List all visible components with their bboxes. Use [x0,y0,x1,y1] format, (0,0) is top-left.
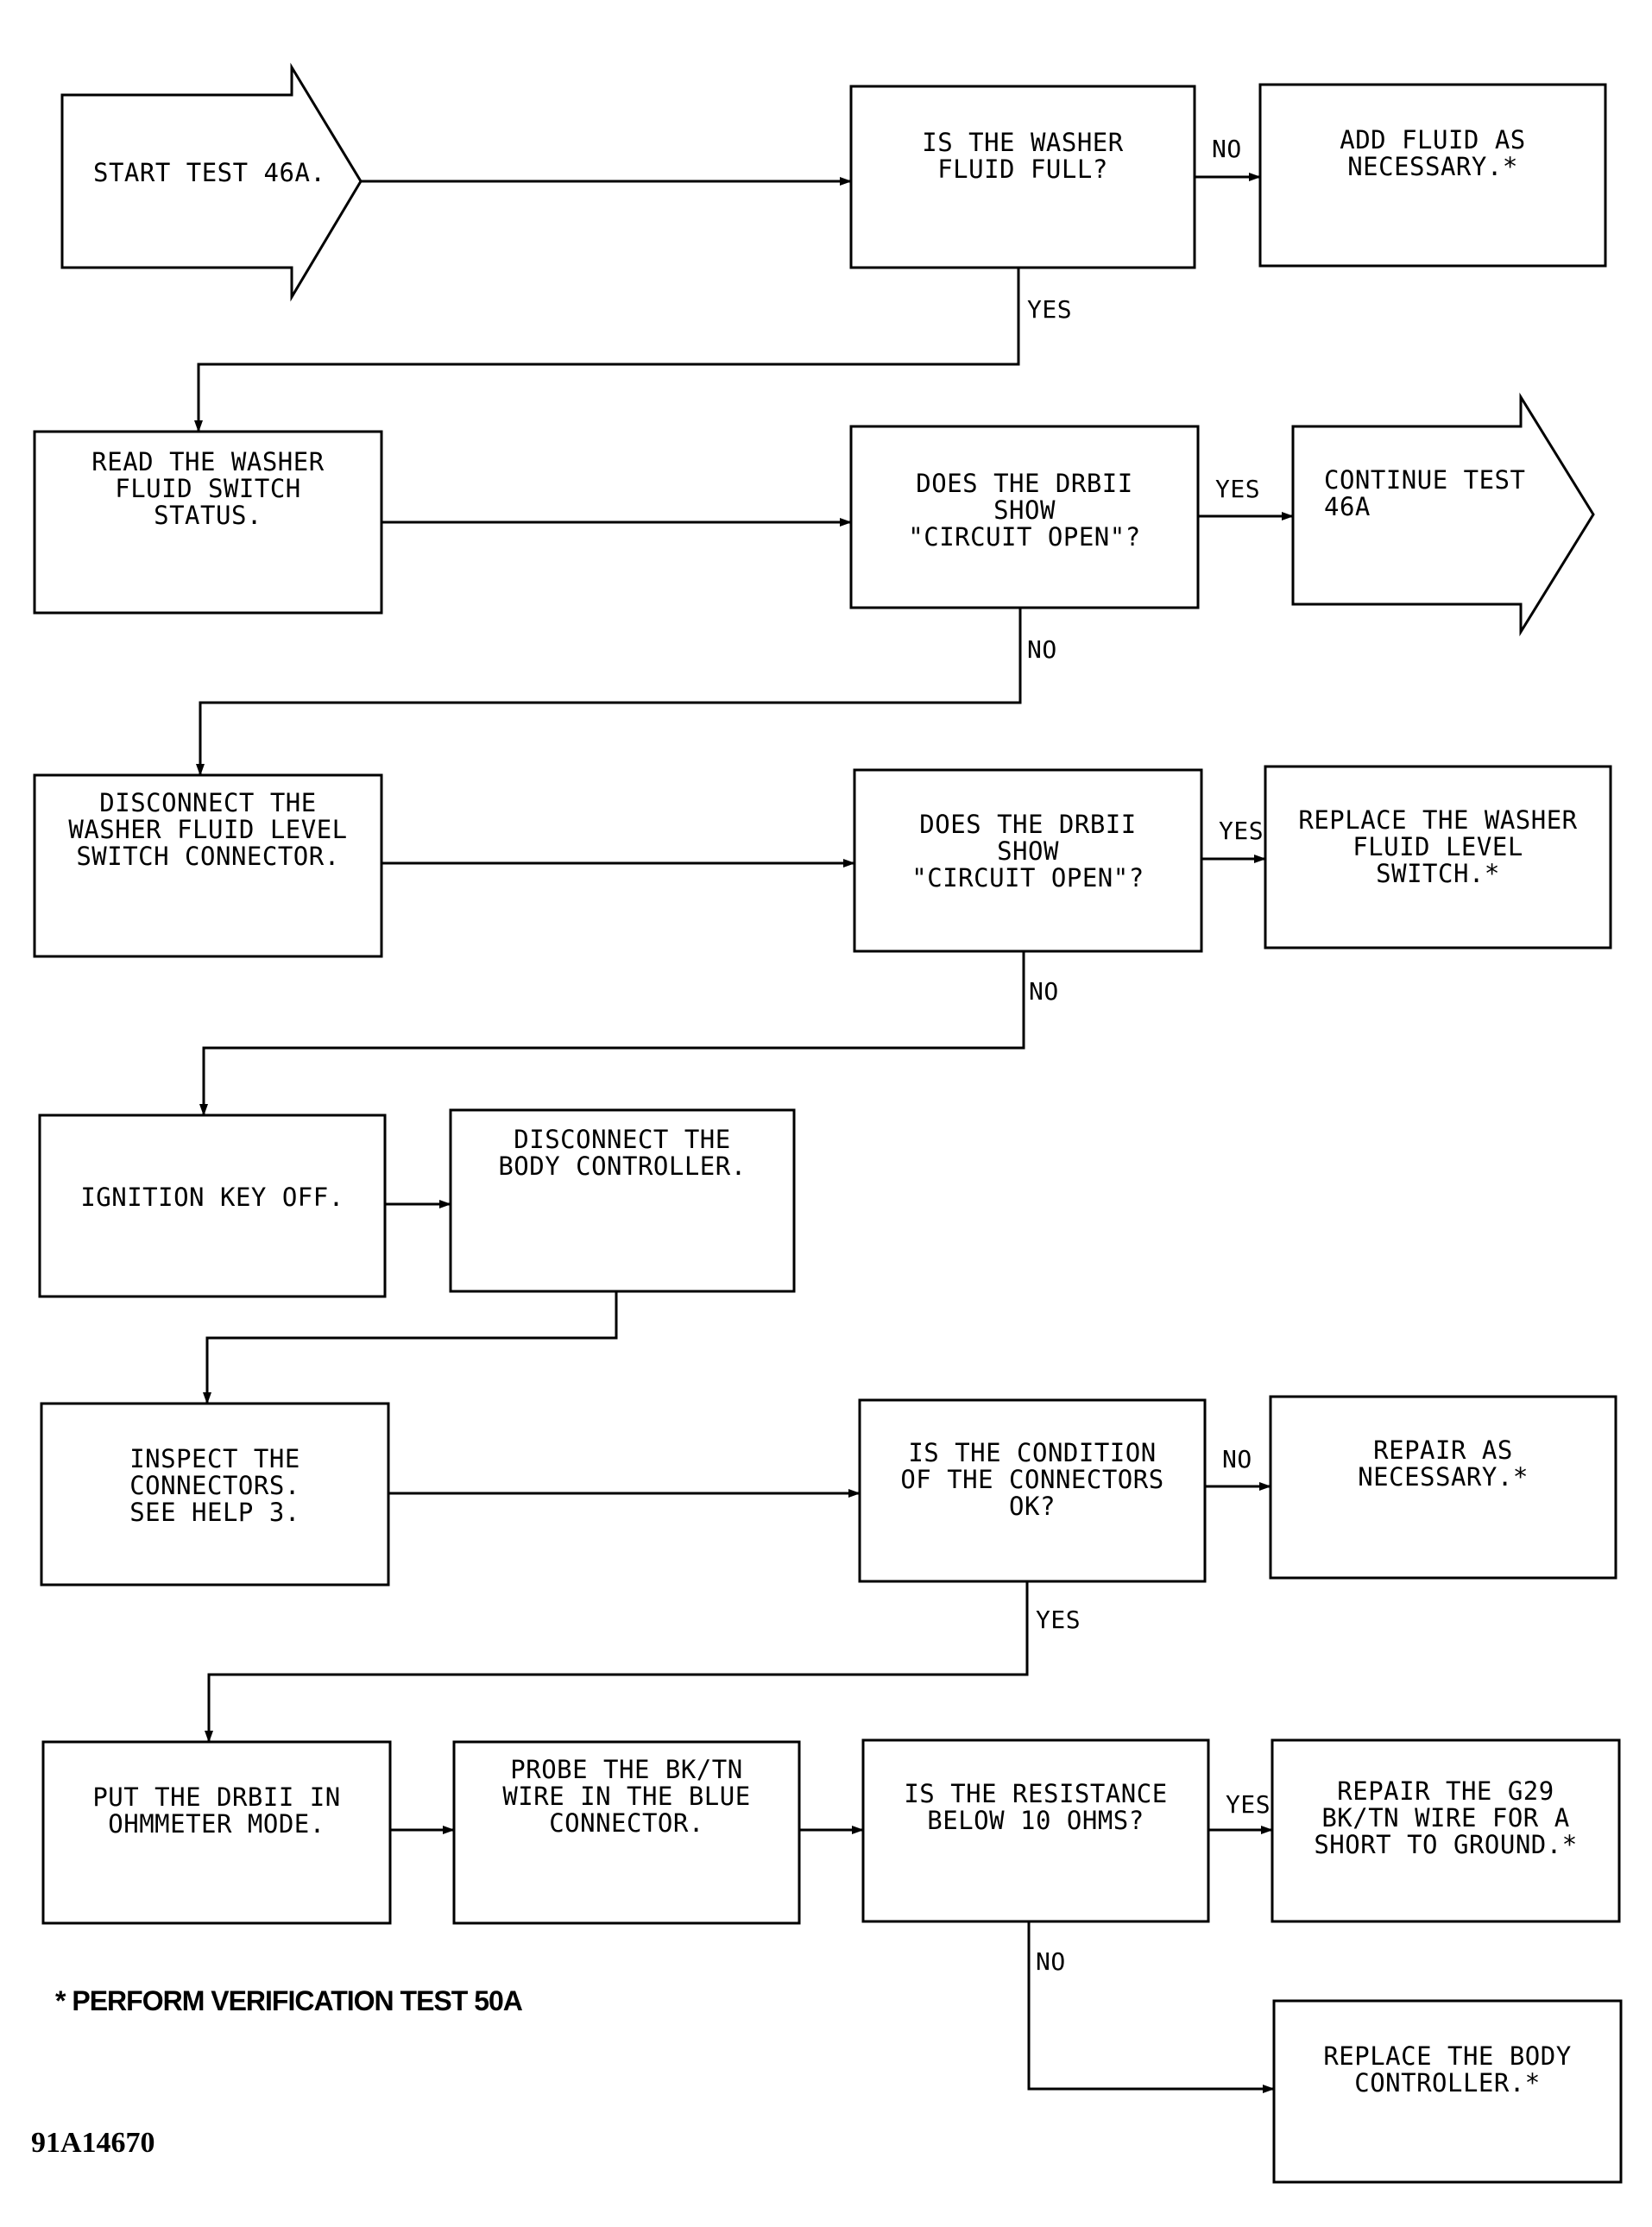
edge-resistance-to-replace-body [1027,1921,1275,2093]
edge-label-no: NO [1029,977,1059,1006]
node-ohmmeter [41,1740,392,1925]
node-continue [1291,392,1595,637]
edge-condition-ok-to-ohmmeter [205,1581,1029,1743]
node-repair-necessary [1269,1395,1617,1580]
node-drbii-show-2 [853,768,1203,953]
edge-label-no: NO [1222,1445,1252,1473]
node-disconnect-body [449,1108,796,1293]
node-label-ignition-off: IGNITION KEY OFF. [80,1183,344,1212]
edge-label-yes: YES [1027,295,1072,324]
verification-footnote: * PERFORM VERIFICATION TEST 50A [55,1985,523,2016]
node-probe [452,1740,801,1925]
node-label-start: START TEST 46A. [93,158,325,187]
node-ignition-off [38,1114,387,1298]
node-inspect [40,1402,390,1587]
node-repair-g29 [1271,1738,1621,1923]
node-start [60,62,363,302]
node-read-status [33,430,383,615]
edge-label-yes: YES [1215,475,1260,503]
node-condition-ok [858,1398,1207,1583]
node-add-fluid [1258,83,1607,268]
edge-labels: NO YES YES NO YES NO NO YES YES NO [1027,135,1271,1976]
node-replace-switch [1264,765,1612,949]
node-drbii-show-1 [849,425,1200,609]
figure-id: 91A14670 [31,2127,155,2159]
node-disconnect-switch [33,773,383,958]
edge-label-yes: YES [1226,1790,1271,1819]
node-replace-body [1272,1999,1623,2184]
edge-label-no: NO [1036,1947,1066,1976]
edge-label-no: NO [1027,635,1057,664]
edge-label-yes: YES [1036,1606,1081,1634]
node-resistance [861,1738,1210,1923]
edges [194,173,1294,2093]
edge-label-no: NO [1212,135,1242,163]
edge-label-yes: YES [1219,817,1264,845]
node-washer-full [849,85,1196,269]
edge-drbii-show-2-to-ignition-off [199,951,1025,1116]
edge-washer-full-to-read-status [194,268,1020,432]
edge-disconnect-body-to-inspect [203,1291,618,1404]
edge-drbii-show-1-to-disconnect-switch [196,608,1022,776]
